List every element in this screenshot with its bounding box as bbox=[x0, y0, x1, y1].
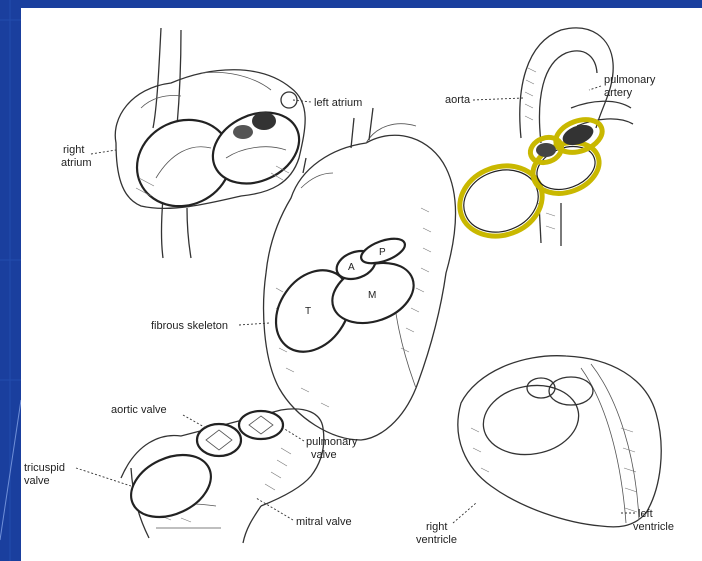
ring-label-a: A bbox=[348, 262, 355, 273]
label-pulmonary-valve-1: pulmonary bbox=[306, 436, 358, 448]
label-mitral-valve: mitral valve bbox=[296, 516, 352, 528]
ring-label-t: T bbox=[305, 306, 311, 317]
label-tricuspid-valve-1: tricuspid bbox=[24, 462, 65, 474]
heart-valve-illustration: left atrium right atrium bbox=[21, 8, 702, 561]
label-tricuspid-valve-2: valve bbox=[24, 475, 50, 487]
ring-label-p: P bbox=[379, 247, 386, 258]
label-right-ventricle-1: right bbox=[426, 521, 447, 533]
label-aortic-valve: aortic valve bbox=[111, 404, 167, 416]
label-pulmonary-artery-1: pulmonary bbox=[604, 74, 656, 86]
label-right-atrium-1: right bbox=[63, 144, 84, 156]
figure-panel: left atrium right atrium bbox=[21, 8, 702, 561]
ring-label-m: M bbox=[368, 290, 376, 301]
label-fibrous-skeleton: fibrous skeleton bbox=[151, 320, 228, 332]
great-vessels-view bbox=[450, 28, 633, 247]
label-right-atrium-2: atrium bbox=[61, 157, 92, 169]
label-right-ventricle-2: ventricle bbox=[416, 534, 457, 546]
label-pulmonary-valve-2: valve bbox=[311, 449, 337, 461]
valves-cut-view bbox=[121, 409, 324, 543]
label-left-ventricle-2: ventricle bbox=[633, 521, 674, 533]
label-left-atrium: left atrium bbox=[314, 97, 362, 109]
atria-view bbox=[115, 28, 310, 258]
label-aorta: aorta bbox=[445, 94, 471, 106]
ventricles-view bbox=[458, 356, 661, 527]
label-pulmonary-artery-2: artery bbox=[604, 87, 633, 99]
label-left-ventricle-1: left bbox=[638, 508, 653, 520]
